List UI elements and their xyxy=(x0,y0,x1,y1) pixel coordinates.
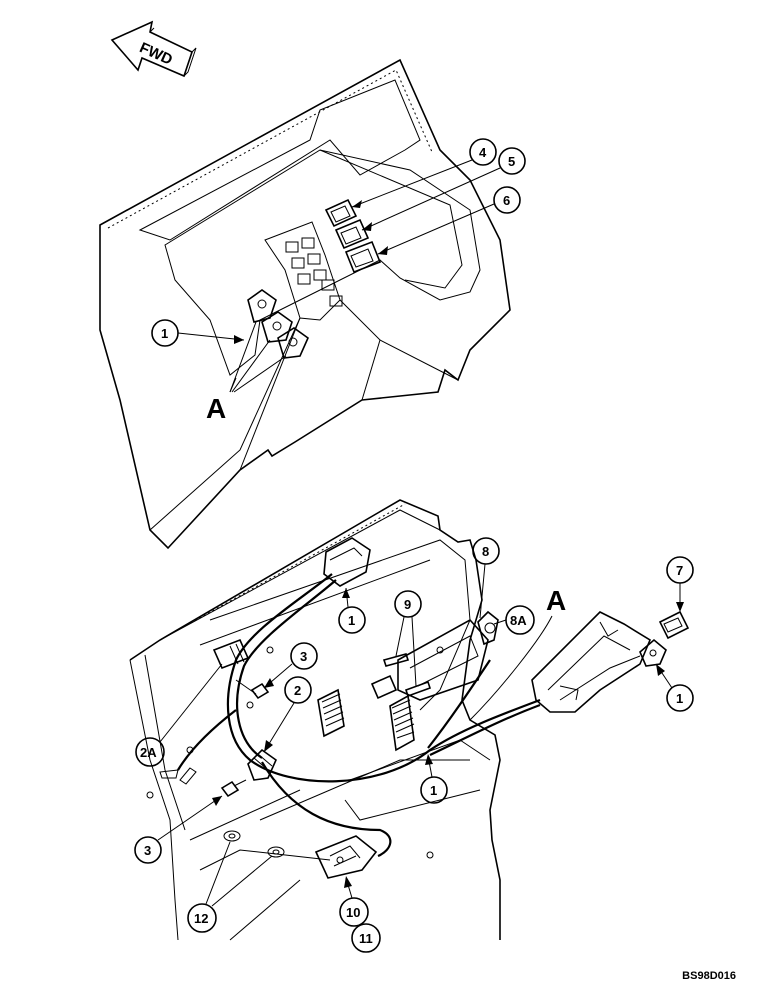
callout-11: 11 xyxy=(351,923,381,953)
callout-5: 5 xyxy=(361,147,526,231)
right-switch-bracket xyxy=(531,611,652,713)
relay-block-right xyxy=(389,694,415,752)
rocker-switch-5 xyxy=(334,218,370,250)
svg-text:2: 2 xyxy=(294,683,301,698)
svg-text:3: 3 xyxy=(144,843,151,858)
svg-text:4: 4 xyxy=(479,145,487,160)
forward-arrow-icon: FWD xyxy=(110,20,197,78)
callout-12: 12 xyxy=(187,841,273,933)
svg-text:5: 5 xyxy=(508,154,515,169)
callout-4: 4 xyxy=(351,138,497,208)
group-label-a-lower: A xyxy=(546,585,566,616)
svg-text:3: 3 xyxy=(300,649,307,664)
wiring-harness xyxy=(159,573,541,858)
svg-text:7: 7 xyxy=(676,563,683,578)
control-module xyxy=(323,537,371,587)
svg-text:1: 1 xyxy=(161,326,168,341)
switch-assembly-10 xyxy=(314,835,378,879)
svg-text:8A: 8A xyxy=(510,613,527,628)
svg-text:8: 8 xyxy=(482,544,489,559)
callout-1-upper: 1 xyxy=(151,319,245,347)
callout-7: 7 xyxy=(666,556,694,612)
svg-text:2A: 2A xyxy=(140,745,157,760)
callout-3-upper: 3 xyxy=(263,642,318,689)
callout-1-right: 1 xyxy=(655,663,694,712)
callout-10: 10 xyxy=(339,876,369,927)
clamp-2a xyxy=(212,638,250,670)
rocker-switch-4 xyxy=(324,198,358,228)
leader-a-lower xyxy=(469,615,553,721)
callout-1-harness: 1 xyxy=(420,754,448,804)
svg-text:9: 9 xyxy=(404,597,411,612)
callout-1-module: 1 xyxy=(338,587,366,634)
screw-3-upper xyxy=(235,679,270,700)
connector-2 xyxy=(247,748,277,781)
callout-2: 2 xyxy=(263,676,312,753)
callout-8a: 8A xyxy=(493,605,535,635)
relay-block-left xyxy=(317,688,345,738)
rocker-switch-7 xyxy=(658,610,690,640)
svg-text:1: 1 xyxy=(430,783,437,798)
group-label-a-upper: A xyxy=(206,393,226,424)
connector-1-right xyxy=(639,638,667,667)
upper-console-panel xyxy=(99,58,511,550)
bolt-9 xyxy=(382,653,432,698)
rocker-switch-6 xyxy=(344,240,382,274)
svg-text:1: 1 xyxy=(348,613,355,628)
callout-8: 8 xyxy=(472,537,500,619)
connector-group-a-upper xyxy=(229,289,309,393)
callout-2a: 2A xyxy=(135,663,223,767)
callout-3-lower: 3 xyxy=(134,795,223,864)
svg-text:11: 11 xyxy=(359,931,373,946)
screw-3-lower xyxy=(220,779,247,798)
callout-9: 9 xyxy=(394,590,422,687)
svg-text:6: 6 xyxy=(503,193,510,208)
figure-reference-code: BS98D016 xyxy=(682,970,736,982)
switch-bracket-8 xyxy=(370,610,499,701)
svg-text:1: 1 xyxy=(676,691,683,706)
washers-12 xyxy=(223,830,285,858)
lower-floor-frame xyxy=(129,499,501,941)
svg-text:12: 12 xyxy=(194,911,208,926)
callout-6: 6 xyxy=(377,186,521,255)
svg-text:10: 10 xyxy=(346,905,360,920)
